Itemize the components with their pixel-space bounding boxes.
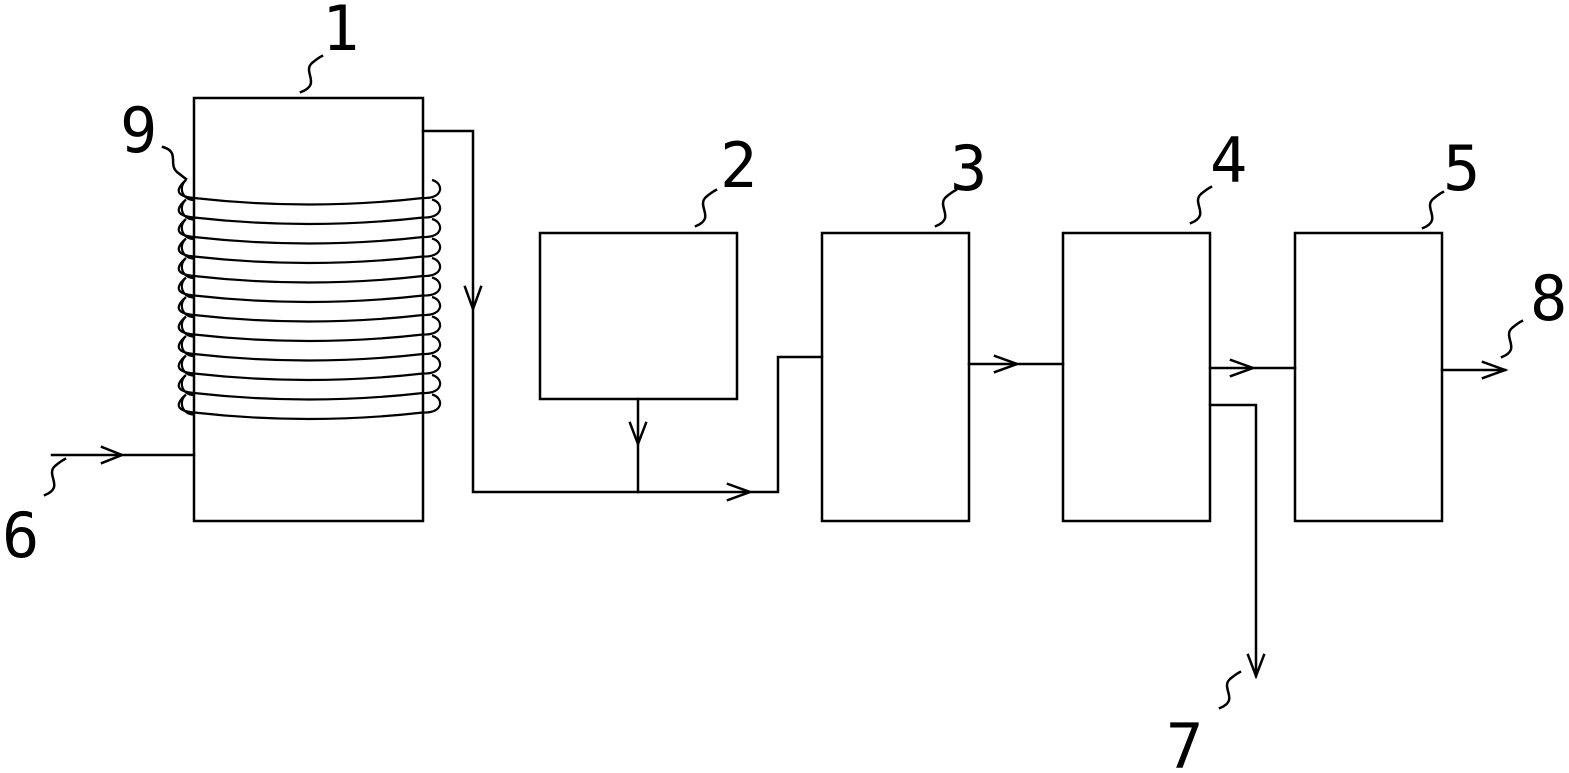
vessel-outlet-arrowhead: [463, 285, 483, 313]
label-6: 6: [2, 499, 39, 572]
component-2-feed-arrowhead: [628, 421, 648, 448]
label-5: 5: [1443, 132, 1480, 205]
coil-winding: [177, 315, 442, 343]
coil-winding: [177, 334, 442, 362]
leader-7: [1218, 670, 1242, 710]
label-7: 7: [1166, 710, 1203, 773]
coil-winding: [177, 198, 442, 226]
component-3-box: [820, 231, 971, 523]
arrowhead-7: [1246, 653, 1266, 680]
component-1-vessel: [192, 96, 425, 523]
component-4-box: [1061, 231, 1212, 523]
vessel-outlet-line: [421, 129, 824, 494]
coil-winding: [177, 295, 442, 323]
leader-5: [1421, 190, 1445, 230]
leader-2: [694, 188, 718, 228]
heating-coil-9: [177, 178, 442, 421]
arrowhead-8: [1481, 360, 1509, 380]
coil-winding: [177, 393, 442, 421]
leader-8: [1500, 319, 1524, 359]
coil-winding: [177, 276, 442, 304]
leader-9: [161, 145, 188, 181]
line-4-to-7: [1208, 403, 1258, 678]
component-2-box: [538, 231, 739, 401]
arrowhead-3-to-4: [993, 354, 1021, 374]
component-5-box: [1293, 231, 1444, 523]
label-2: 2: [720, 129, 757, 202]
leader-3: [934, 188, 958, 228]
leader-1: [299, 54, 324, 94]
leader-6: [43, 457, 67, 497]
label-4: 4: [1210, 124, 1247, 197]
leader-4: [1189, 185, 1213, 225]
coil-winding: [177, 237, 442, 265]
label-3: 3: [950, 132, 987, 205]
junction-arrowhead: [726, 482, 754, 502]
coil-winding: [177, 178, 442, 206]
coil-winding: [177, 354, 442, 382]
label-8: 8: [1530, 262, 1567, 335]
label-9: 9: [120, 94, 157, 167]
arrowhead-4-to-5: [1229, 358, 1257, 378]
label-1: 1: [322, 0, 359, 65]
inlet-6-arrowhead: [100, 445, 126, 465]
coil-winding: [177, 373, 442, 401]
coil-winding: [177, 256, 442, 284]
coil-winding: [177, 217, 442, 245]
